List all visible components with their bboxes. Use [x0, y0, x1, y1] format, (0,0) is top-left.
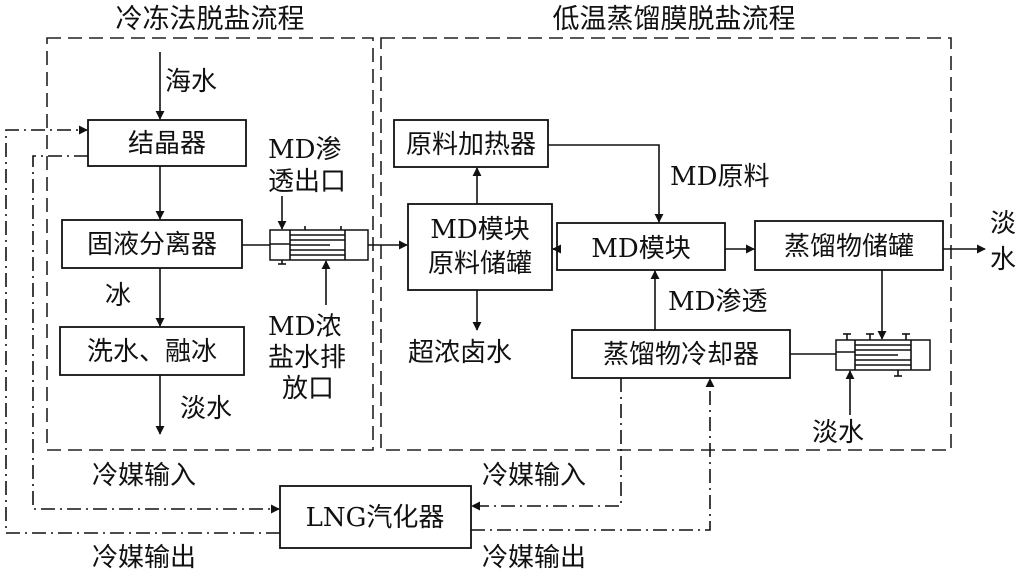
distillate-cooler-label: 蒸馏物冷却器 — [603, 340, 759, 370]
md-feed-tank-label-1: MD模块 — [430, 215, 529, 245]
md-feed-line — [548, 144, 664, 223]
md-permeate-outlet-label-2: 透出口 — [268, 167, 346, 197]
seawater-label: 海水 — [165, 67, 217, 97]
wash-melt-box[interactable]: 洗水、融冰 — [59, 326, 245, 376]
distillate-cooler-box[interactable]: 蒸馏物冷却器 — [571, 329, 791, 379]
md-feed-tank-box[interactable]: MD模块 原料储罐 — [407, 203, 553, 291]
fresh-water-product-label-1: 淡 — [990, 209, 1016, 239]
freeze-region-title: 冷冻法脱盐流程 — [116, 4, 305, 35]
md-module-box[interactable]: MD模块 — [556, 222, 726, 271]
fresh-water-product-label-2: 水 — [990, 245, 1016, 275]
separator-box[interactable]: 固液分离器 — [61, 219, 243, 269]
coolant-output-right-label: 冷媒输出 — [482, 543, 586, 573]
coolant-output-left-line — [5, 125, 280, 534]
md-brine-label-1: MD浓 — [268, 312, 341, 342]
fresh-water-label-2: 淡水 — [812, 418, 864, 448]
md-region-title: 低温蒸馏膜脱盐流程 — [553, 4, 796, 35]
super-brine-label: 超浓卤水 — [408, 338, 512, 368]
wash-melt-label: 洗水、融冰 — [87, 337, 217, 367]
md-desalination-region — [380, 37, 952, 451]
separator-label: 固液分离器 — [87, 230, 217, 260]
distillate-tank-box[interactable]: 蒸馏物储罐 — [754, 220, 944, 271]
coolant-output-right-line — [471, 378, 715, 531]
ice-label: 冰 — [105, 281, 131, 311]
heat-exchanger-2-icon — [835, 333, 931, 377]
coolant-input-right-line — [471, 378, 622, 511]
md-brine-label-2: 盐水排 — [268, 343, 346, 373]
lng-vaporizer-label: LNG汽化器 — [306, 503, 445, 533]
md-module-label: MD模块 — [591, 234, 690, 264]
freeze-desalination-region — [46, 37, 374, 451]
heat-exchanger-1-icon — [269, 226, 369, 265]
fresh-water-label-1: 淡水 — [180, 394, 232, 424]
crystallizer-box[interactable]: 结晶器 — [87, 119, 247, 167]
coolant-output-left-label: 冷媒输出 — [92, 543, 196, 573]
distillate-tank-label: 蒸馏物储罐 — [784, 232, 914, 262]
feed-heater-box[interactable]: 原料加热器 — [393, 119, 549, 168]
md-brine-label-3: 放口 — [282, 374, 334, 404]
lng-vaporizer-box[interactable]: LNG汽化器 — [279, 485, 472, 549]
feed-heater-label: 原料加热器 — [406, 130, 536, 160]
md-feed-label: MD原料 — [670, 162, 769, 192]
coolant-input-right-label: 冷媒输入 — [482, 461, 586, 491]
coolant-input-left-line — [32, 155, 280, 514]
md-permeate-outlet-label-1: MD渗 — [268, 135, 341, 165]
md-permeate-label: MD渗透 — [668, 287, 767, 317]
md-feed-tank-label-2: 原料储罐 — [428, 249, 532, 279]
coolant-input-left-label: 冷媒输入 — [92, 461, 196, 491]
crystallizer-label: 结晶器 — [128, 129, 206, 159]
